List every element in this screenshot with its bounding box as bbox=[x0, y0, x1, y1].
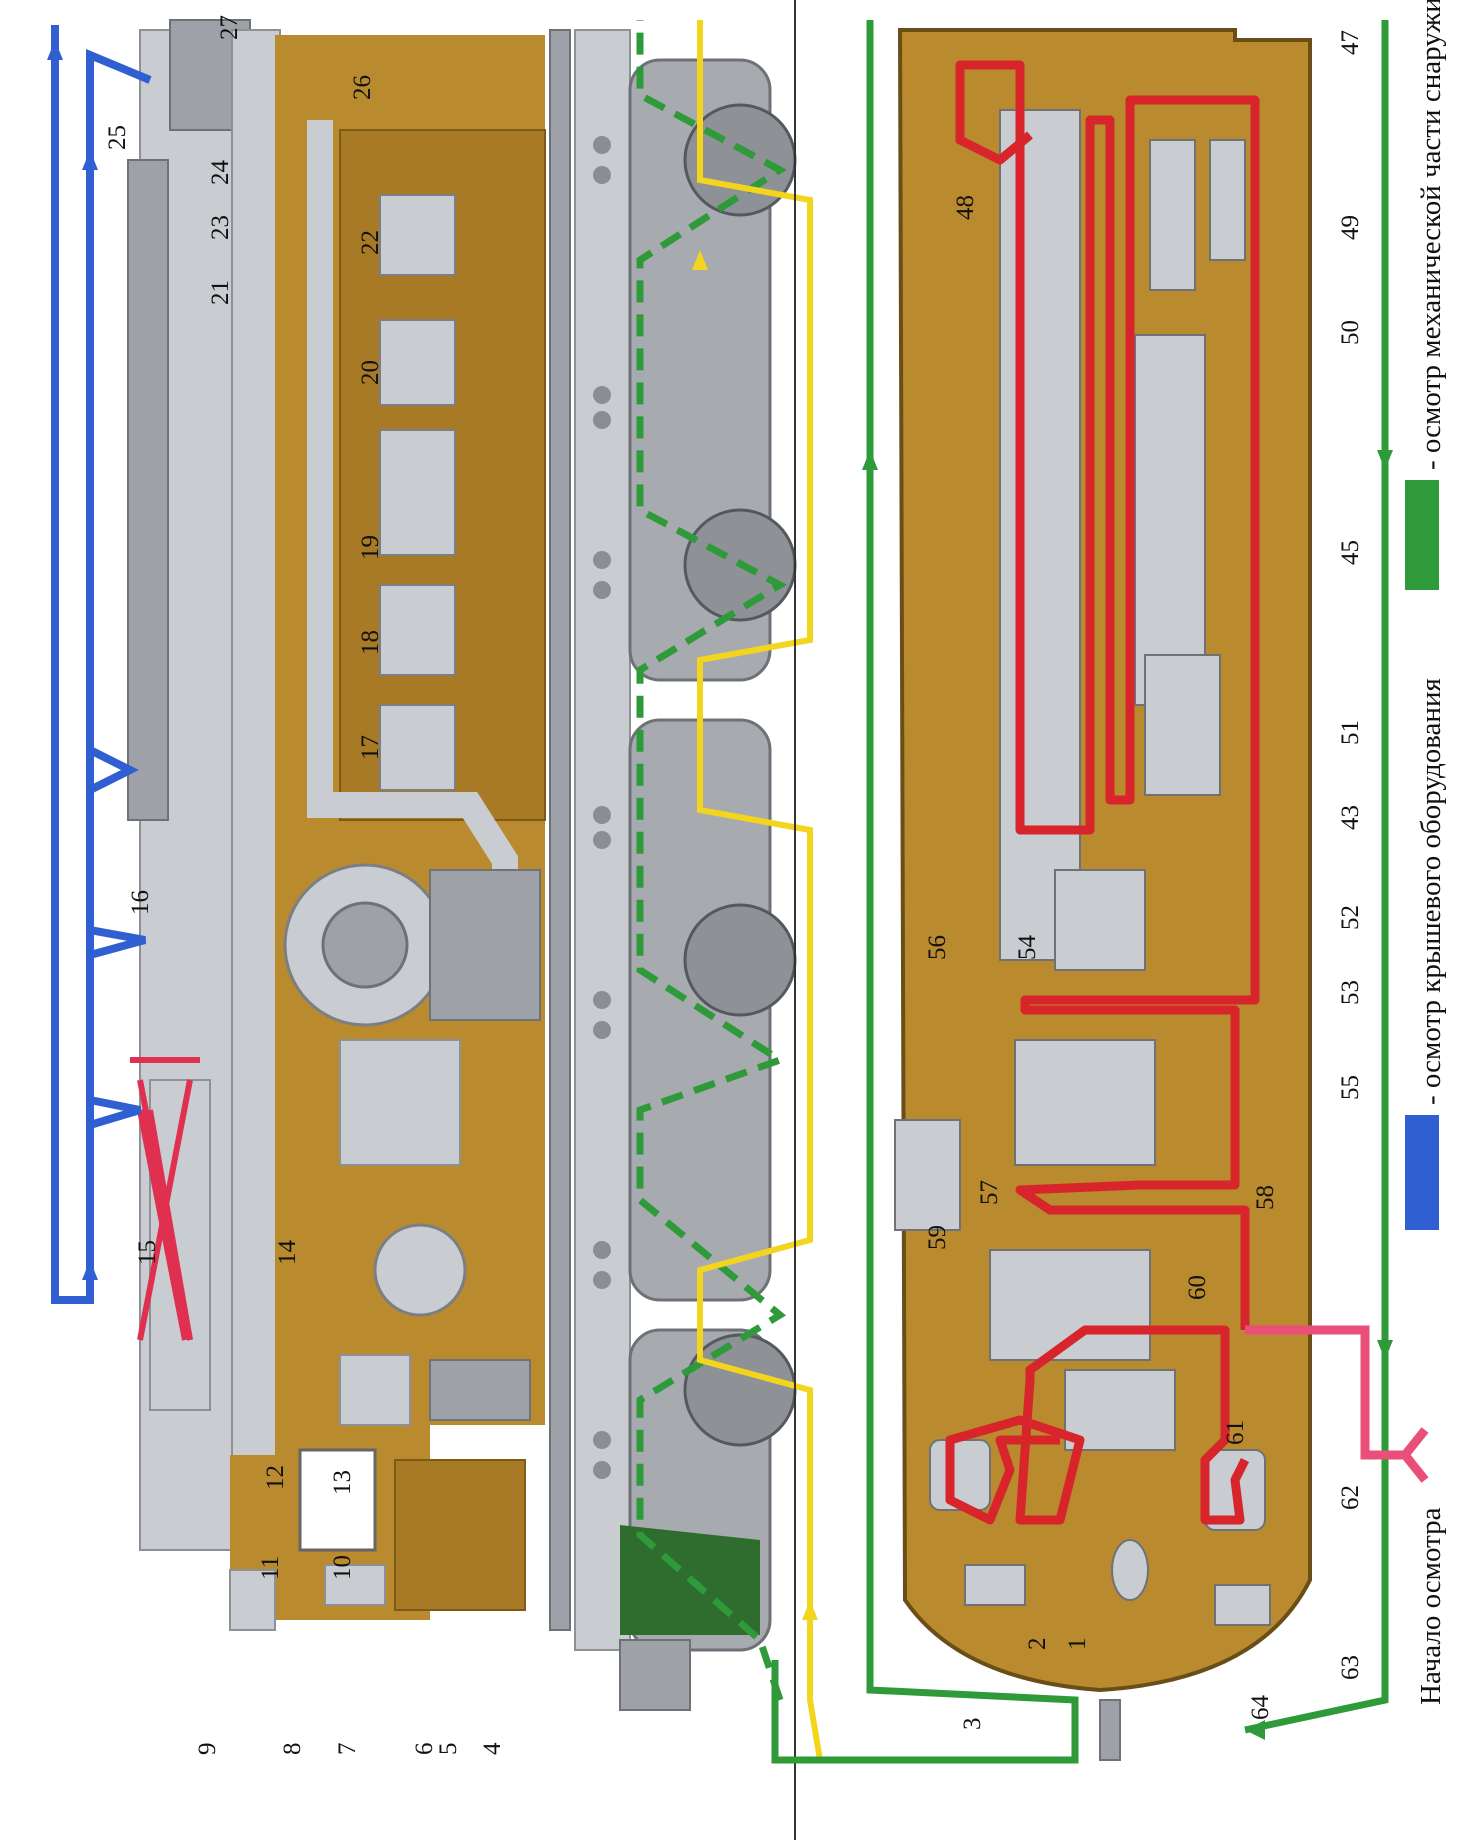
callout-6: 6 bbox=[411, 1743, 438, 1756]
callout-18: 18 bbox=[357, 630, 384, 655]
exterior-inspection-route bbox=[771, 20, 1389, 1764]
callout-56: 56 bbox=[924, 935, 951, 960]
callout-27: 27 bbox=[216, 15, 243, 40]
callout-3: 3 bbox=[959, 1718, 986, 1731]
callout-26: 26 bbox=[349, 75, 376, 100]
callout-17: 17 bbox=[357, 735, 384, 760]
callout-43: 43 bbox=[1337, 805, 1364, 830]
callout-61: 61 bbox=[1222, 1420, 1249, 1445]
driver-console bbox=[394, 1459, 526, 1611]
callout-59: 59 bbox=[924, 1225, 951, 1250]
cab-panel bbox=[324, 1564, 386, 1606]
legend-exterior-text: - осмотр механической части снаружи bbox=[1415, 0, 1447, 470]
locomotive-plan-view bbox=[894, 28, 1312, 1761]
callout-54: 54 bbox=[1014, 935, 1041, 961]
callout-45: 45 bbox=[1337, 540, 1364, 565]
callout-9: 9 bbox=[194, 1743, 221, 1756]
callout-8: 8 bbox=[279, 1743, 306, 1756]
underframe-holes bbox=[593, 136, 611, 1479]
compressor bbox=[429, 869, 541, 1021]
apparatus-blocks bbox=[379, 194, 456, 791]
callout-64: 64 bbox=[1247, 1695, 1274, 1721]
callout-60: 60 bbox=[1184, 1275, 1211, 1300]
callout-55: 55 bbox=[1337, 1075, 1364, 1100]
callout-19: 19 bbox=[357, 535, 384, 560]
underframe-inspection-route bbox=[697, 20, 823, 1761]
legend-swatch-exterior bbox=[1405, 480, 1439, 590]
side-wall bbox=[231, 29, 281, 1551]
legend-swatch-roof bbox=[1405, 1115, 1439, 1230]
plan-equipment bbox=[894, 109, 1271, 1626]
callout-53: 53 bbox=[1337, 980, 1364, 1005]
callout-14: 14 bbox=[274, 1240, 301, 1266]
callout-24: 24 bbox=[207, 160, 234, 186]
cab-window bbox=[298, 1448, 377, 1552]
underframe-inspection-route-dashed bbox=[636, 20, 788, 1702]
converter-unit bbox=[339, 1039, 461, 1166]
callout-4: 4 bbox=[479, 1742, 506, 1755]
callout-1: 1 bbox=[1064, 1638, 1091, 1651]
callout-20: 20 bbox=[357, 360, 384, 385]
callouts-right: 47 48 49 50 45 51 43 52 56 54 53 55 57 5… bbox=[924, 30, 1364, 1730]
callout-57: 57 bbox=[976, 1180, 1003, 1205]
callout-11: 11 bbox=[257, 1556, 284, 1580]
callout-51: 51 bbox=[1337, 720, 1364, 745]
callout-13: 13 bbox=[329, 1470, 356, 1495]
callout-50: 50 bbox=[1337, 320, 1364, 345]
callout-16: 16 bbox=[127, 890, 154, 915]
callout-52: 52 bbox=[1337, 905, 1364, 930]
callout-22: 22 bbox=[357, 230, 384, 255]
compressor-motor bbox=[373, 1223, 467, 1317]
coupler bbox=[619, 1639, 691, 1711]
callouts-left: 9 8 7 6 5 4 11 10 13 12 14 15 16 17 18 1… bbox=[104, 15, 506, 1755]
locomotive-side-view bbox=[127, 19, 797, 1711]
callout-47: 47 bbox=[1337, 30, 1364, 55]
callout-15: 15 bbox=[134, 1240, 161, 1265]
roof-inspection-route bbox=[51, 25, 152, 1304]
start-label: Начало осмотра bbox=[1415, 1507, 1447, 1705]
callout-23: 23 bbox=[207, 215, 234, 240]
plan-coupler bbox=[1099, 1699, 1121, 1761]
start-route bbox=[1245, 1325, 1429, 1483]
fuse-panel bbox=[429, 1359, 531, 1421]
roof-resistor-box bbox=[127, 159, 169, 821]
callout-25: 25 bbox=[104, 125, 131, 150]
callout-2: 2 bbox=[1024, 1638, 1051, 1651]
callout-63: 63 bbox=[1337, 1655, 1364, 1680]
callout-5: 5 bbox=[435, 1743, 462, 1756]
callout-62: 62 bbox=[1337, 1485, 1364, 1510]
callout-21: 21 bbox=[207, 280, 234, 305]
cab-cabinet bbox=[339, 1354, 411, 1426]
frame-rail bbox=[549, 29, 571, 1631]
legend: - осмотр крышевого оборудования - осмотр… bbox=[1405, 0, 1447, 1705]
cab-front bbox=[229, 1569, 276, 1631]
callout-48: 48 bbox=[952, 195, 979, 220]
legend-roof-text: - осмотр крышевого оборудования bbox=[1415, 678, 1447, 1105]
callout-12: 12 bbox=[262, 1465, 289, 1490]
callout-49: 49 bbox=[1337, 215, 1364, 240]
callout-7: 7 bbox=[334, 1743, 361, 1756]
interior-inspection-route bbox=[945, 60, 1260, 1525]
callout-10: 10 bbox=[329, 1555, 356, 1580]
callout-58: 58 bbox=[1252, 1185, 1279, 1210]
pantograph bbox=[130, 1057, 200, 1341]
